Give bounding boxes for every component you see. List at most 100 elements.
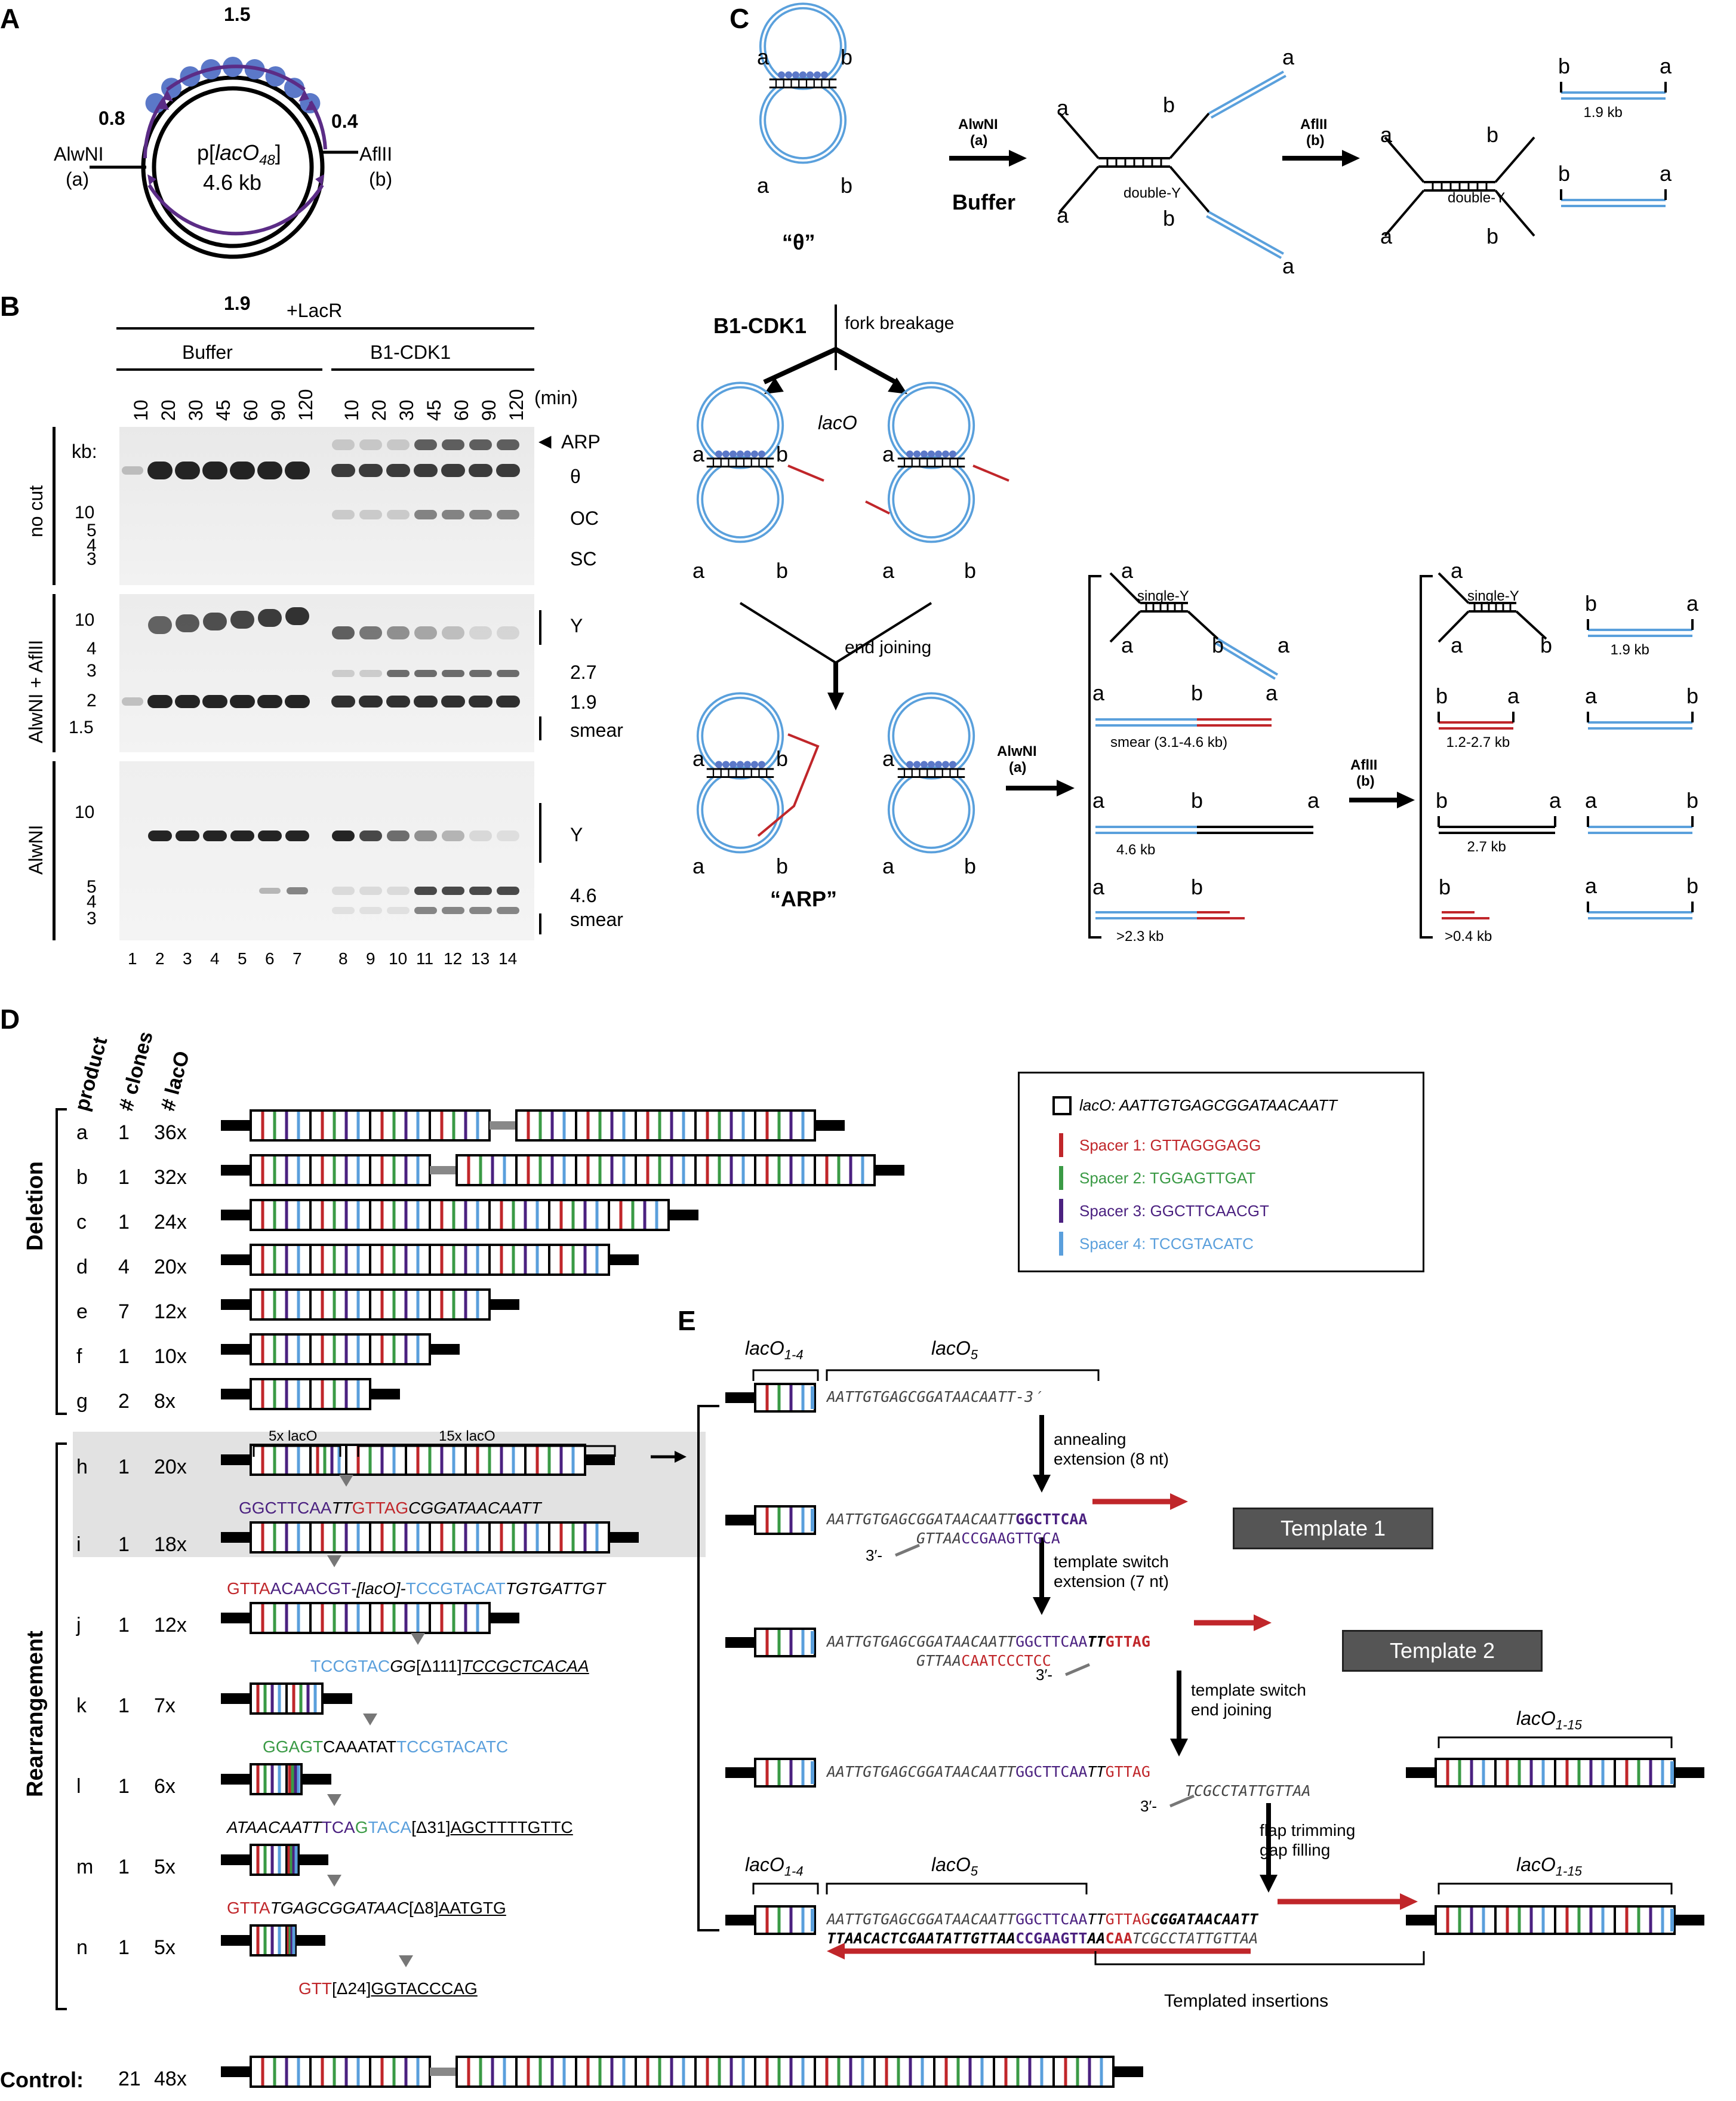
band-label-Y: Y <box>570 824 583 845</box>
site-a: a <box>1585 788 1598 813</box>
lacr-bead <box>284 78 304 99</box>
template-1-box: Template 1 <box>1233 1508 1433 1549</box>
three-prime: 3′- <box>866 1546 882 1564</box>
row-product-m: m <box>76 1856 94 1878</box>
arc-right-label: 0.4 <box>331 110 358 132</box>
array-b-flank <box>875 1165 904 1176</box>
gel-band <box>257 695 282 708</box>
lane-number-5: 5 <box>238 949 247 968</box>
gel-band <box>148 616 172 634</box>
kb-label: kb: <box>72 441 97 462</box>
laco-unit <box>1614 1905 1676 1935</box>
spacer-4-label: Spacer 4: TCCGTACATC <box>1079 1235 1254 1253</box>
gel-band <box>414 464 438 477</box>
gel-band <box>469 464 493 477</box>
laco-unit <box>754 1505 816 1535</box>
deletion-bracket <box>56 1108 67 1415</box>
theta-label: “θ” <box>782 230 815 254</box>
gel-band <box>469 670 492 677</box>
row-laco-a: 36x <box>154 1121 187 1144</box>
size-tick-3: 3 <box>87 909 97 928</box>
gel-band <box>469 510 492 519</box>
plasmid-inner-ring <box>152 86 314 248</box>
gel-band <box>285 462 310 479</box>
laco-unit <box>405 1444 467 1476</box>
gel-band <box>497 830 519 841</box>
aflii-label: AflII <box>1300 116 1328 133</box>
row-product-f: f <box>76 1345 82 1368</box>
site-b: b <box>841 173 853 198</box>
panel-c-letter: C <box>730 3 750 34</box>
bracket-right <box>1420 575 1433 939</box>
seq-row-5-top: AATTGTGAGCGGATAACAATTGGCTTCAATTGTTAGCGGA… <box>827 1911 1258 1928</box>
site-a: a <box>1451 558 1463 583</box>
gel-band <box>122 466 143 475</box>
gel-band <box>332 830 355 841</box>
lane-number-4: 4 <box>210 949 220 968</box>
laco115-label: lacO1-15 <box>1516 1854 1582 1879</box>
site-a: a <box>1121 558 1134 583</box>
e-row-0-flank <box>725 1392 755 1403</box>
control-label: Control: <box>0 2068 84 2092</box>
spacer-1-label: Spacer 1: GTTAGGGAGG <box>1079 1136 1261 1154</box>
junction-seq-h: GGCTTCAATTGTTAGCGGATAACAATT <box>239 1499 541 1517</box>
site-b: b <box>1212 633 1224 657</box>
site-b: b <box>1191 681 1203 705</box>
site-a: a <box>1278 633 1290 657</box>
junction-seq-j: TCCGTACGG[Δ111]TCCGCTCACAA <box>310 1657 589 1675</box>
site-b: b <box>1486 224 1499 248</box>
gel-band <box>414 696 438 707</box>
array-h-flank <box>585 1454 615 1465</box>
arrow-break-left <box>763 347 837 384</box>
step-4-label: flap trimming <box>1260 1821 1356 1839</box>
site-b: b <box>1558 54 1571 78</box>
size-tick-5: 5 <box>87 877 97 897</box>
laco-unit <box>250 1521 312 1554</box>
gel-band <box>497 887 519 895</box>
gel-band <box>175 462 200 479</box>
site-a: a <box>1549 788 1562 813</box>
row-product-j: j <box>76 1614 81 1636</box>
plasmid-size: 4.6 kb <box>203 170 262 195</box>
gel-band <box>331 696 355 707</box>
gel-band <box>387 670 410 677</box>
row-clones-b: 1 <box>118 1166 130 1189</box>
array-j-flank <box>221 1613 251 1623</box>
size-tick-5: 5 <box>87 521 97 540</box>
laco14-label: lacO1-4 <box>745 1854 804 1879</box>
site-a: a <box>1282 254 1295 278</box>
laco-unit <box>429 1109 491 1142</box>
extension-arrow-2-head <box>1254 1614 1272 1631</box>
row-clones-n: 1 <box>118 1936 130 1959</box>
seq-row-2-top: AATTGTGAGCGGATAACAATTGGCTTCAA <box>827 1511 1088 1528</box>
site-a: a <box>1057 203 1069 227</box>
seq-row-3-top: AATTGTGAGCGGATAACAATTGGCTTCAATTGTTAG <box>827 1633 1150 1650</box>
fragment-size: 2.7 kb <box>1467 839 1506 855</box>
laco-unit <box>369 1154 431 1186</box>
site-b: b <box>776 746 789 771</box>
site-b: b <box>1436 684 1448 708</box>
site-a: a <box>757 45 769 69</box>
gel-band <box>285 607 309 625</box>
array-n-flank <box>296 1935 325 1946</box>
site-a: a <box>882 558 895 583</box>
junction-arrow <box>339 1475 353 1487</box>
site-b: b <box>964 854 977 878</box>
laco-unit <box>429 1521 491 1554</box>
site-b: b <box>1191 788 1203 813</box>
gel-band <box>359 439 382 450</box>
laco-unit <box>369 2056 431 2088</box>
lane-number-1: 1 <box>128 949 137 968</box>
row-laco-b: 32x <box>154 1166 187 1189</box>
gel-band <box>387 887 410 895</box>
arp-red-strand <box>757 733 820 837</box>
spacer-3-swatch <box>1059 1199 1063 1223</box>
site-b: b <box>1540 633 1553 657</box>
seq-row-1: AATTGTGAGCGGATAACAATT-3′ <box>827 1388 1043 1405</box>
junction-seq-m: GTTATGAGCGGATAAC[Δ8]AATGTG <box>227 1899 506 1917</box>
gel-band <box>387 907 410 914</box>
broken-end <box>972 465 1009 482</box>
buffer-header: Buffer <box>182 342 233 363</box>
gel-band <box>469 626 492 639</box>
deletion-gap <box>490 1121 516 1130</box>
